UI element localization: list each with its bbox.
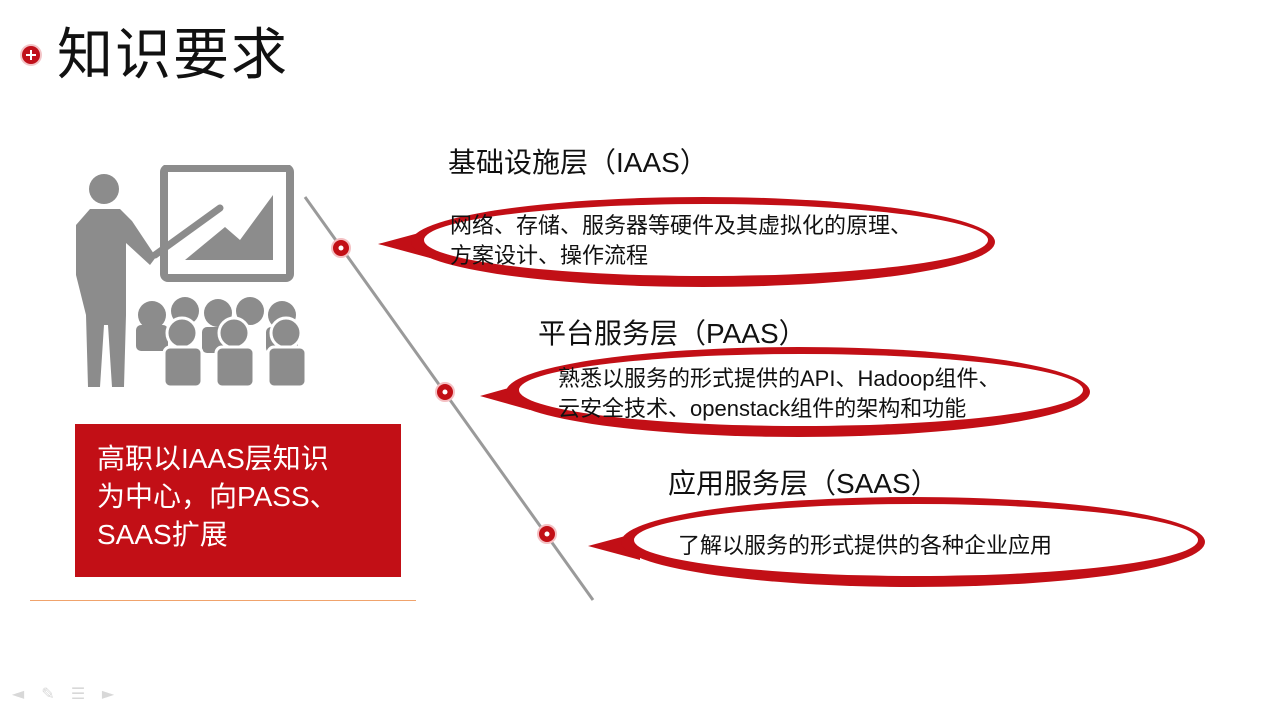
- divider: [30, 600, 416, 601]
- bubble-line: 方案设计、操作流程: [450, 243, 649, 268]
- bubble-line: 云安全技术、openstack组件的架构和功能: [558, 396, 967, 421]
- bubble-text-saas: 了解以服务的形式提供的各种企业应用: [678, 531, 1052, 561]
- pen-icon[interactable]: ✎: [41, 684, 55, 703]
- bubble-line: 了解以服务的形式提供的各种企业应用: [678, 533, 1053, 558]
- layer-title-saas: 应用服务层（SAAS）: [668, 468, 939, 499]
- summary-line: 高职以IAAS层知识: [97, 443, 329, 474]
- slideshow-nav: ◄ ✎ ☰ ►: [8, 684, 118, 703]
- summary-box: 高职以IAAS层知识 为中心，向PASS、 SAAS扩展: [75, 424, 401, 577]
- timeline-dot: [435, 382, 455, 402]
- timeline-dot: [537, 524, 557, 544]
- bubble-line: 熟悉以服务的形式提供的API、Hadoop组件、: [558, 366, 1001, 391]
- layer-title-iaas: 基础设施层（IAAS）: [448, 147, 708, 178]
- summary-line: SAAS扩展: [97, 519, 228, 550]
- plus-circle-icon: [22, 46, 40, 64]
- bubble-line: 网络、存储、服务器等硬件及其虚拟化的原理、: [450, 213, 913, 238]
- presenter-audience-icon: [76, 165, 308, 389]
- summary-line: 为中心，向PASS、: [97, 481, 338, 512]
- arrow-left-icon[interactable]: ◄: [11, 684, 25, 703]
- menu-icon[interactable]: ☰: [70, 684, 86, 703]
- bubble-text-iaas: 网络、存储、服务器等硬件及其虚拟化的原理、 方案设计、操作流程: [450, 211, 912, 271]
- page-title: 知识要求: [57, 23, 289, 88]
- layer-title-paas: 平台服务层（PAAS）: [538, 318, 807, 349]
- bubble-text-paas: 熟悉以服务的形式提供的API、Hadoop组件、 云安全技术、openstack…: [558, 364, 1001, 424]
- arrow-right-icon[interactable]: ►: [101, 684, 115, 703]
- timeline-dot: [331, 238, 351, 258]
